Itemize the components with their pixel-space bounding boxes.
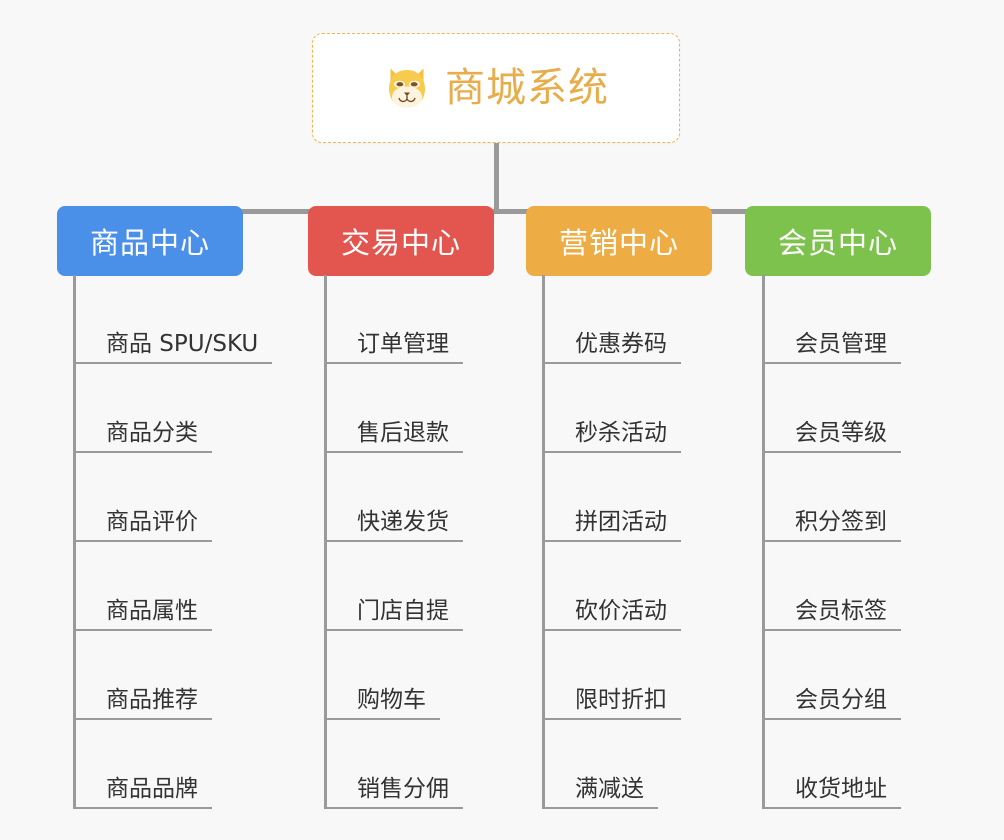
leaf-item[interactable]: 砍价活动: [542, 542, 681, 631]
leaf-label: 商品分类: [106, 420, 198, 447]
leaf-label: 商品评价: [106, 509, 198, 536]
leaf-rule: [327, 540, 463, 542]
leaf-rule: [76, 451, 212, 453]
leaf-rule: [76, 629, 212, 631]
shiba-dog-face-icon: [389, 68, 425, 108]
connector-bus-bar: [150, 209, 850, 214]
leaf-item[interactable]: 商品 SPU/SKU: [73, 275, 273, 364]
leaf-rule: [545, 718, 681, 720]
leaf-spine: [73, 275, 76, 809]
leaf-rule: [765, 807, 901, 809]
leaf-rule: [545, 362, 681, 364]
leaf-item[interactable]: 订单管理: [324, 275, 463, 364]
leaf-label: 优惠券码: [575, 331, 667, 358]
branch-box-member-center[interactable]: 会员中心: [745, 206, 931, 276]
leaf-rule: [545, 807, 658, 809]
leaf-item[interactable]: 秒杀活动: [542, 364, 681, 453]
leaf-label: 满减送: [575, 776, 644, 803]
leaf-rule: [765, 362, 901, 364]
leaf-rule: [76, 362, 273, 364]
branch-label: 营销中心: [558, 226, 679, 260]
leaf-label: 会员管理: [795, 331, 887, 358]
leaf-item[interactable]: 会员等级: [762, 364, 901, 453]
branch-box-marketing-center[interactable]: 营销中心: [526, 206, 712, 276]
leaf-rule: [76, 718, 212, 720]
leaf-label: 快递发货: [357, 509, 449, 536]
leaf-label: 收货地址: [795, 776, 887, 803]
leaf-spine: [542, 275, 545, 809]
leaf-item[interactable]: 快递发货: [324, 453, 463, 542]
leaf-label: 秒杀活动: [575, 420, 667, 447]
leaf-item[interactable]: 拼团活动: [542, 453, 681, 542]
leaf-rule: [765, 718, 901, 720]
leaf-rule: [545, 629, 681, 631]
root-node[interactable]: 商城系统: [312, 33, 680, 143]
leaf-item[interactable]: 商品推荐: [73, 631, 212, 720]
leaf-label: 商品 SPU/SKU: [106, 331, 259, 358]
leaf-spine: [324, 275, 327, 809]
leaf-label: 订单管理: [357, 331, 449, 358]
branch-label: 交易中心: [340, 226, 461, 260]
leaf-item[interactable]: 会员分组: [762, 631, 901, 720]
leaf-item[interactable]: 销售分佣: [324, 720, 463, 809]
leaf-label: 限时折扣: [575, 687, 667, 714]
leaf-item[interactable]: 满减送: [542, 720, 658, 809]
leaf-item[interactable]: 会员管理: [762, 275, 901, 364]
leaf-rule: [765, 540, 901, 542]
leaf-rule: [327, 718, 440, 720]
leaf-label: 拼团活动: [575, 509, 667, 536]
branch-box-trade-center[interactable]: 交易中心: [308, 206, 494, 276]
leaf-item[interactable]: 购物车: [324, 631, 440, 720]
leaf-item[interactable]: 商品属性: [73, 542, 212, 631]
leaf-rule: [327, 629, 463, 631]
leaf-item[interactable]: 商品评价: [73, 453, 212, 542]
root-title: 商城系统: [445, 65, 609, 111]
leaf-rule: [327, 451, 463, 453]
leaf-rule: [76, 540, 212, 542]
leaf-item[interactable]: 积分签到: [762, 453, 901, 542]
leaf-label: 会员标签: [795, 598, 887, 625]
leaf-label: 商品品牌: [106, 776, 198, 803]
leaf-label: 购物车: [357, 687, 426, 714]
leaf-label: 会员等级: [795, 420, 887, 447]
branch-box-product-center[interactable]: 商品中心: [57, 206, 243, 276]
leaf-rule: [327, 807, 463, 809]
leaf-rule: [765, 451, 901, 453]
branch-label: 商品中心: [89, 226, 210, 260]
branch-label: 会员中心: [777, 226, 898, 260]
leaf-rule: [76, 807, 212, 809]
leaf-label: 商品属性: [106, 598, 198, 625]
leaf-item[interactable]: 限时折扣: [542, 631, 681, 720]
leaf-label: 销售分佣: [357, 776, 449, 803]
leaf-label: 门店自提: [357, 598, 449, 625]
leaf-label: 砍价活动: [575, 598, 667, 625]
leaf-item[interactable]: 商品分类: [73, 364, 212, 453]
connector-root-stub: [494, 143, 499, 213]
leaf-item[interactable]: 售后退款: [324, 364, 463, 453]
leaf-item[interactable]: 优惠券码: [542, 275, 681, 364]
leaf-rule: [545, 540, 681, 542]
leaf-item[interactable]: 会员标签: [762, 542, 901, 631]
leaf-rule: [765, 629, 901, 631]
leaf-item[interactable]: 门店自提: [324, 542, 463, 631]
leaf-label: 商品推荐: [106, 687, 198, 714]
leaf-label: 积分签到: [795, 509, 887, 536]
leaf-label: 售后退款: [357, 420, 449, 447]
leaf-item[interactable]: 收货地址: [762, 720, 901, 809]
leaf-rule: [545, 451, 681, 453]
leaf-label: 会员分组: [795, 687, 887, 714]
leaf-spine: [762, 275, 765, 809]
leaf-rule: [327, 362, 463, 364]
leaf-item[interactable]: 商品品牌: [73, 720, 212, 809]
